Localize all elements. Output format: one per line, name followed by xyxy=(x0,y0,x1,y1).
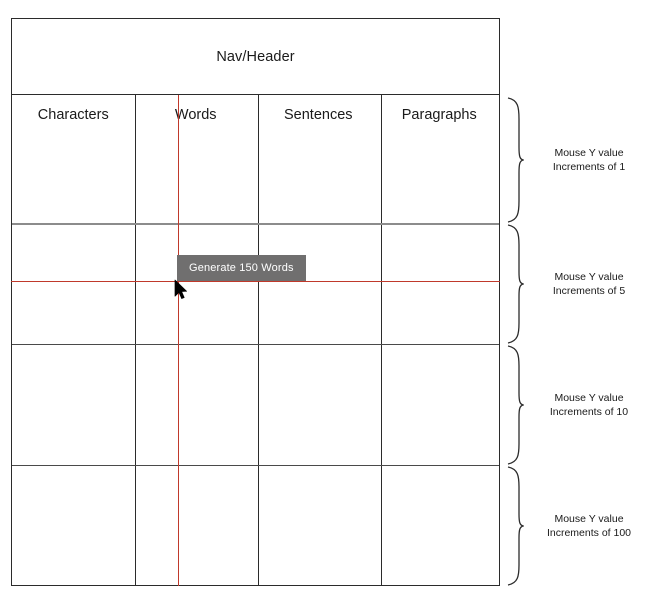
annotation-group-increments-5: Mouse Y value Increments of 5 xyxy=(506,224,650,344)
annotation-line-1: Mouse Y value xyxy=(554,271,624,283)
column-header-paragraphs[interactable]: Paragraphs xyxy=(380,95,500,135)
annotation-line-2: Increments of 100 xyxy=(546,527,632,539)
nav-header-region[interactable]: Nav/Header xyxy=(12,19,499,95)
annotation-group-increments-100: Mouse Y value Increments of 100 xyxy=(506,466,650,586)
column-header-paragraphs-label: Paragraphs xyxy=(401,107,477,123)
column-divider-1 xyxy=(135,95,136,585)
annotation-line-1: Mouse Y value xyxy=(554,513,624,525)
row-divider-2 xyxy=(12,344,499,345)
annotation-group-increments-1: Mouse Y value Increments of 1 xyxy=(506,97,650,223)
column-divider-3 xyxy=(381,95,382,585)
column-header-row: Characters Words Sentences Paragraphs xyxy=(12,95,499,135)
row-divider-3 xyxy=(12,465,499,466)
annotation-label-increments-1: Mouse Y value Increments of 1 xyxy=(528,146,650,174)
column-header-words-label: Words xyxy=(174,107,217,123)
annotation-label-increments-100: Mouse Y value Increments of 100 xyxy=(528,512,650,540)
generate-words-tooltip: Generate 150 Words xyxy=(177,255,306,281)
column-divider-2 xyxy=(258,95,259,585)
column-header-sentences[interactable]: Sentences xyxy=(257,95,380,135)
annotation-line-2: Increments of 5 xyxy=(552,285,626,297)
row-divider-1 xyxy=(12,223,499,225)
column-header-characters[interactable]: Characters xyxy=(12,95,135,135)
wireframe-frame: Nav/Header Characters Words Sentences Pa… xyxy=(11,18,500,586)
curly-brace-icon xyxy=(506,466,526,586)
annotation-line-2: Increments of 10 xyxy=(549,406,629,418)
annotation-label-increments-5: Mouse Y value Increments of 5 xyxy=(528,270,650,298)
annotation-line-2: Increments of 1 xyxy=(552,161,626,173)
annotation-line-1: Mouse Y value xyxy=(554,392,624,404)
generate-words-tooltip-label: Generate 150 Words xyxy=(189,262,294,274)
column-header-sentences-label: Sentences xyxy=(283,107,353,123)
annotation-label-increments-10: Mouse Y value Increments of 10 xyxy=(528,391,650,419)
grid-body: Characters Words Sentences Paragraphs xyxy=(12,95,499,585)
vertical-guide-line xyxy=(178,95,179,586)
annotation-group-increments-10: Mouse Y value Increments of 10 xyxy=(506,345,650,465)
curly-brace-icon xyxy=(506,345,526,465)
horizontal-guide-line xyxy=(11,281,500,282)
nav-header-label: Nav/Header xyxy=(216,48,295,65)
column-header-characters-label: Characters xyxy=(37,107,109,123)
curly-brace-icon xyxy=(506,97,526,223)
annotation-line-1: Mouse Y value xyxy=(554,147,624,159)
mouse-pointer-icon xyxy=(174,279,190,301)
column-header-words[interactable]: Words xyxy=(135,95,258,135)
curly-brace-icon xyxy=(506,224,526,344)
